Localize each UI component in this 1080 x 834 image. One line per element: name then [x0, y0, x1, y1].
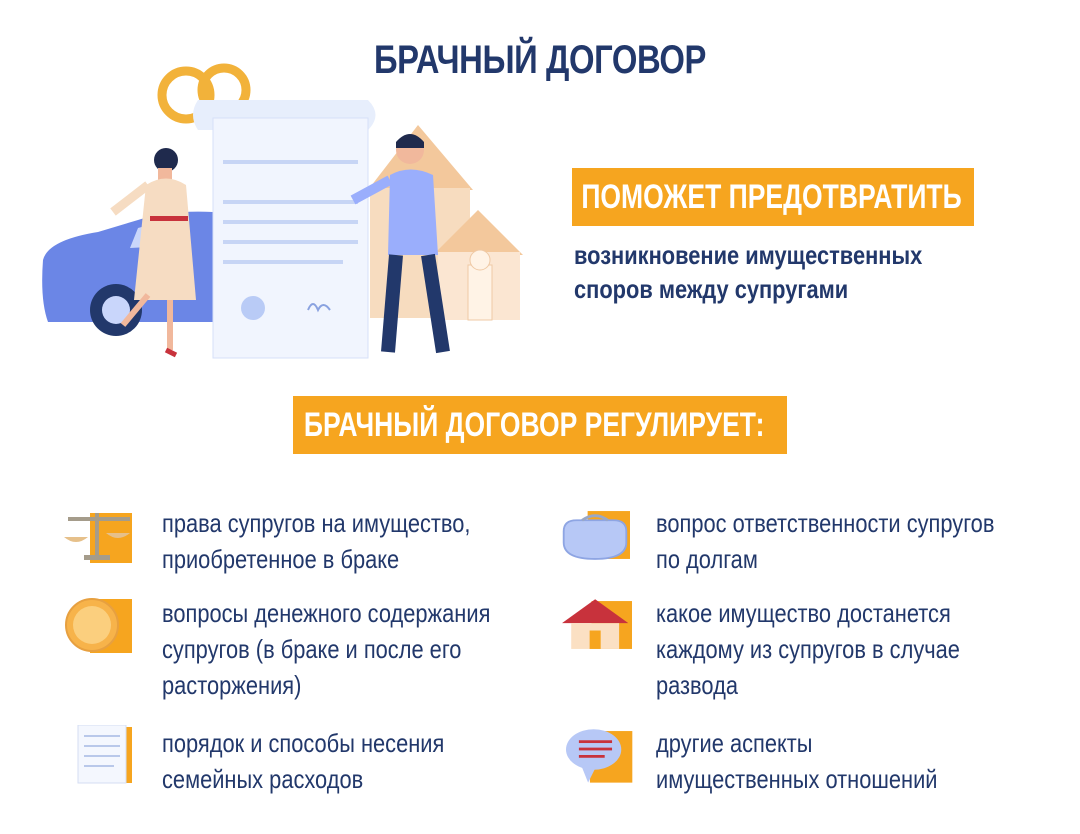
item-line: по долгам: [656, 544, 758, 574]
regulates-banner-text: БРАЧНЫЙ ДОГОВОР РЕГУЛИРУЕТ:: [303, 406, 765, 444]
wallet-icon: [562, 511, 630, 560]
item-line: каждому из супругов в случае: [656, 634, 960, 664]
prevent-description: возникновение имущественных споров между…: [574, 238, 1014, 306]
house-icon: [562, 599, 632, 649]
item-line: вопросы денежного содержания: [162, 598, 491, 628]
item-line: супругов (в браке и после его: [162, 634, 462, 664]
item-line: приобретенное в браке: [162, 544, 400, 574]
item-line: вопрос ответственности супругов: [656, 508, 995, 538]
contract-document-illustration: [193, 100, 376, 359]
item-line: другие аспекты: [656, 728, 813, 758]
item-line: права супругов на имущество,: [162, 508, 471, 538]
prevent-description-line: возникновение имущественных: [574, 240, 923, 270]
prevent-description-line: споров между супругами: [574, 274, 849, 304]
item-line: развода: [656, 670, 738, 700]
document-icon: [77, 725, 132, 784]
item-line: расторжения): [162, 670, 302, 700]
prevent-banner: ПОМОЖЕТ ПРЕДОТВРАТИТЬ: [572, 168, 974, 226]
item-line: какое имущество достанется: [656, 598, 951, 628]
item-line: имущественных отношений: [656, 764, 938, 794]
prevent-banner-text: ПОМОЖЕТ ПРЕДОТВРАТИТЬ: [581, 178, 962, 216]
item-line: порядок и способы несения: [162, 728, 445, 758]
speech-bubble-icon: [566, 729, 633, 783]
marriage-contract-illustration: [42, 63, 523, 359]
page-title: БРАЧНЫЙ ДОГОВОР: [374, 38, 706, 82]
coin-icon: [65, 598, 132, 653]
man-illustration: [350, 134, 450, 354]
item-line: семейных расходов: [162, 764, 364, 794]
woman-illustration: [110, 148, 196, 358]
regulates-banner: БРАЧНЫЙ ДОГОВОР РЕГУЛИРУЕТ:: [293, 396, 787, 454]
scales-icon: [64, 513, 132, 563]
